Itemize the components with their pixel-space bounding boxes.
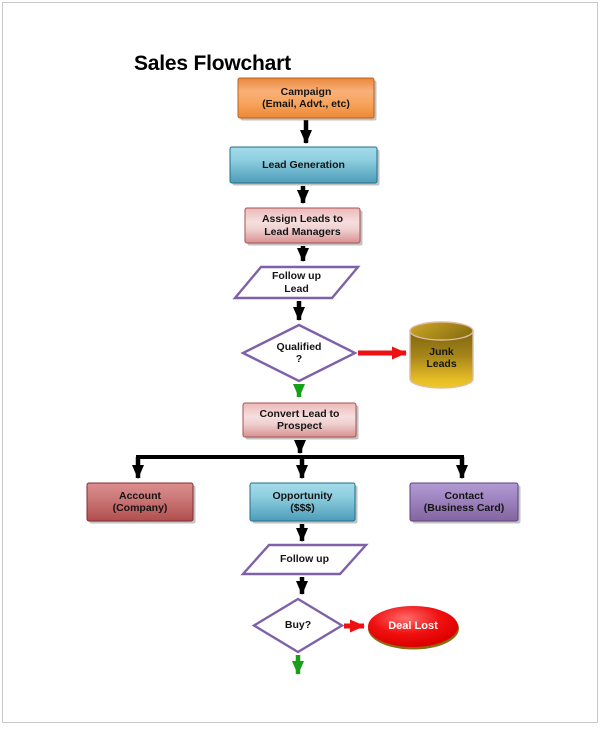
qualified-decision-shape [240, 323, 358, 383]
account-node-shape [86, 482, 196, 524]
buy-decision-shape [251, 597, 345, 654]
page-title: Sales Flowchart [134, 52, 291, 75]
campaign-node-shape [237, 77, 377, 121]
assign-leads-node-shape [244, 207, 363, 246]
follow-up-node-shape [240, 543, 369, 576]
opportunity-node-shape [249, 482, 358, 524]
junk-leads-cylinder-shape [409, 321, 474, 389]
lead-generation-node-shape [229, 146, 380, 186]
contact-node-shape [409, 482, 521, 524]
follow-up-lead-node-shape [232, 265, 361, 300]
deal-lost-ellipse-shape [368, 606, 459, 650]
convert-lead-node-shape [242, 402, 359, 440]
